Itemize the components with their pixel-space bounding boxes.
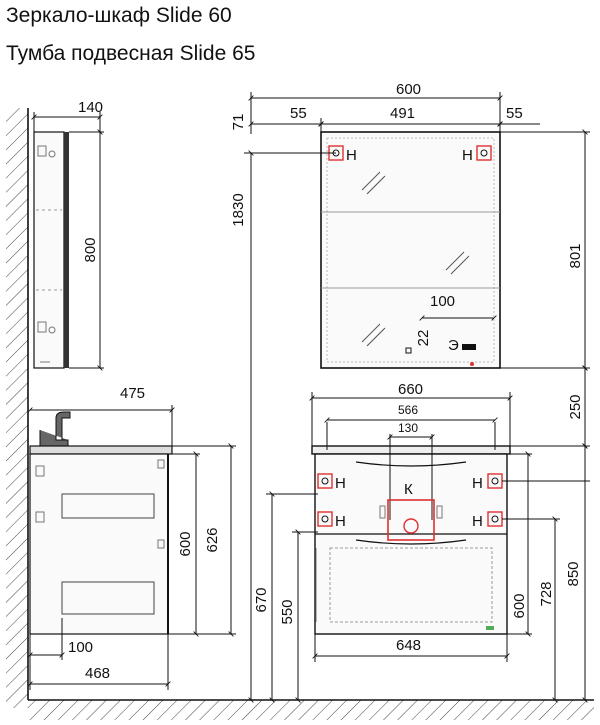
- label-100-mirror: 100: [430, 293, 455, 310]
- electric-socket: Э: [405, 337, 476, 366]
- floor-hatch: [28, 699, 594, 720]
- label-670: 670: [253, 587, 270, 612]
- label-22: 22: [415, 330, 432, 347]
- dim-gap-mirror-vanity: 250: [510, 365, 590, 449]
- label-800: 800: [82, 237, 99, 262]
- dim-vanity-side-total-height: 626: [172, 443, 236, 637]
- dim-mirror-side-height: 800: [69, 129, 104, 371]
- label-55-left: 55: [290, 105, 307, 122]
- label-491: 491: [390, 105, 415, 122]
- dim-top-gap: 71: [230, 110, 252, 134]
- dim-countertop-width: 660: [309, 381, 513, 446]
- dim-inner-width: 566: [324, 403, 498, 450]
- marker-sewer: К: [404, 481, 413, 498]
- dim-vanity-side-body-height: 600: [168, 451, 200, 637]
- dim-socket-offset-y: 22: [415, 330, 432, 347]
- label-130: 130: [398, 421, 418, 435]
- dim-outlet-width: 130: [387, 421, 435, 520]
- dim-body-width: 648: [312, 634, 510, 662]
- label-660: 660: [398, 381, 423, 398]
- marker-h-vanity-tr: Н: [472, 475, 483, 492]
- label-648: 648: [396, 637, 421, 654]
- dim-vanity-side-offset: 100: [27, 618, 93, 690]
- marker-h-mirror-right: Н: [462, 147, 473, 164]
- label-475: 475: [120, 385, 145, 402]
- dim-socket-offset-x: 100: [419, 293, 497, 321]
- title-vanity-unit: Тумба подвесная Slide 65: [6, 42, 256, 65]
- label-250: 250: [567, 394, 584, 419]
- sewer-outlet: К: [379, 481, 443, 541]
- label-600-top: 600: [396, 81, 421, 98]
- vanity-mount-bottom-left: Н: [317, 511, 346, 530]
- label-566: 566: [398, 403, 418, 417]
- mirror-front-view: [320, 131, 501, 369]
- dim-mirror-height: 801: [500, 129, 590, 371]
- dim-vanity-side-body-depth: 468: [27, 634, 171, 690]
- vanity-side-view: [29, 445, 173, 635]
- dim-total-height: 1830: [230, 150, 336, 703]
- mirror-mount-right: Н: [462, 145, 492, 164]
- label-100-side: 100: [68, 639, 93, 656]
- dim-floor-to-bottom-mount: 550: [279, 529, 318, 703]
- title-mirror-cabinet: Зеркало-шкаф Slide 60: [6, 4, 232, 27]
- label-600-side: 600: [177, 531, 194, 556]
- mirror-side-view: [33, 131, 69, 369]
- dim-mirror-side-depth: 140: [31, 99, 103, 132]
- wall-hatch: [6, 108, 29, 708]
- label-801: 801: [567, 243, 584, 268]
- label-728: 728: [538, 581, 555, 606]
- label-850: 850: [565, 561, 582, 586]
- dim-vanity-side-depth: 475: [27, 385, 175, 446]
- label-626: 626: [204, 527, 221, 552]
- dim-body-height: 600: [507, 451, 532, 637]
- marker-h-vanity-br: Н: [472, 513, 483, 530]
- marker-h-mirror-left: Н: [346, 147, 357, 164]
- marker-h-vanity-bl: Н: [335, 513, 346, 530]
- label-71: 71: [230, 114, 247, 131]
- label-1830: 1830: [230, 193, 247, 226]
- dim-floor-to-top-mount: 670: [253, 491, 318, 703]
- vanity-mount-top-left: Н: [317, 473, 346, 492]
- faucet: [39, 411, 71, 447]
- marker-electric: Э: [448, 337, 459, 354]
- dim-vanity-total-height: 850: [502, 443, 590, 703]
- dim-body-height-right: 728: [502, 516, 560, 703]
- label-600-front: 600: [511, 593, 528, 618]
- marker-h-vanity-tl: Н: [335, 475, 346, 492]
- label-550: 550: [279, 599, 296, 624]
- dim-mirror-subdivisions: 55 491 55: [248, 105, 540, 132]
- label-140: 140: [78, 99, 103, 116]
- label-468: 468: [85, 665, 110, 682]
- label-55-right: 55: [506, 105, 523, 122]
- vanity-front-view: [311, 445, 511, 635]
